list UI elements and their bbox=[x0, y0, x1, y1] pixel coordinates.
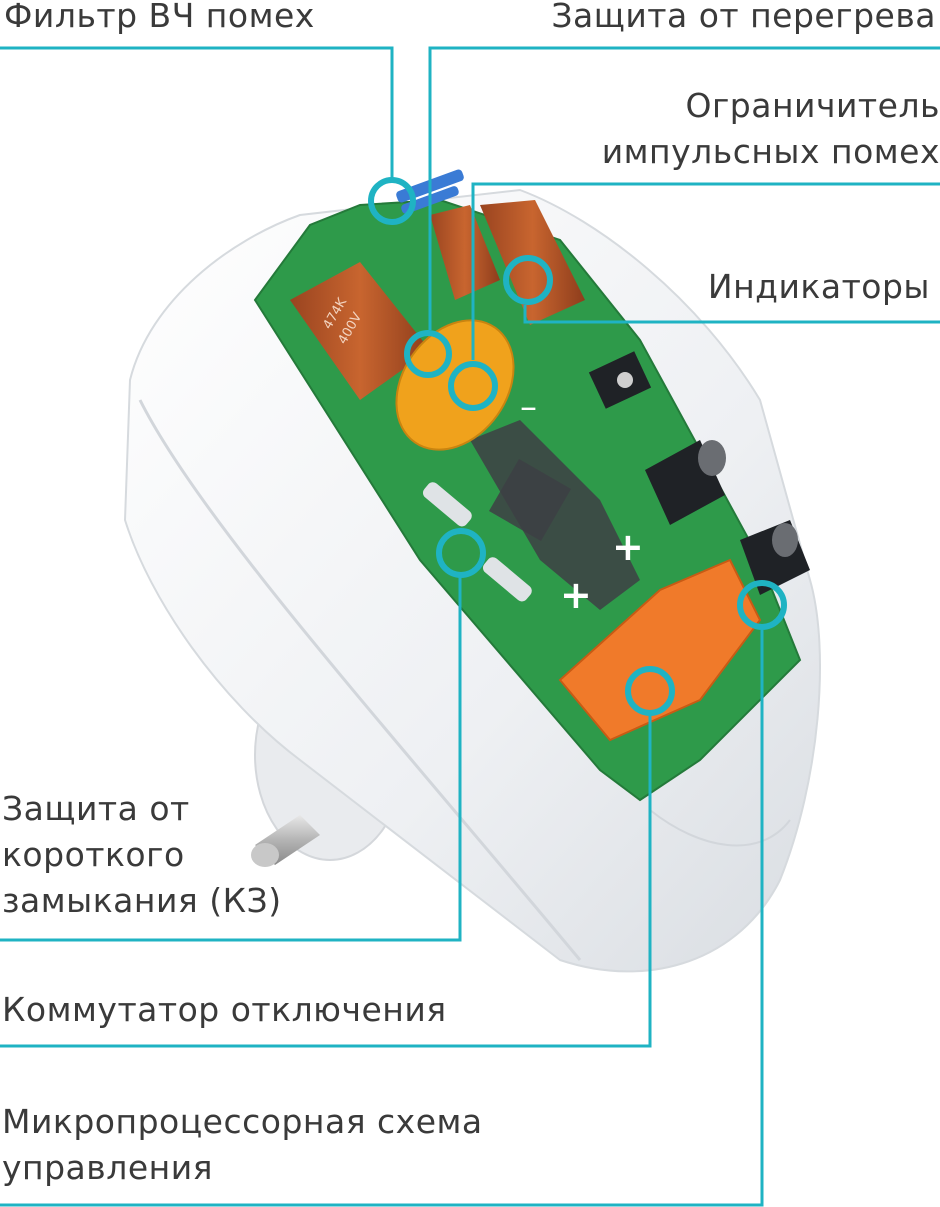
fuses bbox=[422, 482, 532, 602]
label-disconnect-switch: Коммутатор отключения bbox=[2, 990, 447, 1029]
callout-markers bbox=[368, 177, 787, 716]
label-mcu-line-2: управления bbox=[2, 1148, 213, 1187]
pcb-plus-mark-1: + bbox=[612, 525, 644, 569]
leader-switch bbox=[0, 715, 652, 1048]
marker-mcu bbox=[737, 580, 787, 630]
relay bbox=[558, 558, 762, 742]
marker-indicators bbox=[503, 255, 553, 305]
label-hf-filter: Фильтр ВЧ помех bbox=[4, 0, 315, 35]
label-short-circuit-line-3: замыкания (КЗ) bbox=[2, 881, 282, 920]
pcb-plus-mark-2: + bbox=[560, 573, 592, 617]
marker-overheat bbox=[404, 330, 452, 378]
leader-pulse-limiter bbox=[471, 182, 940, 360]
label-short-circuit-line-2: короткого bbox=[2, 835, 185, 874]
leader-overheat bbox=[428, 46, 940, 330]
marker-switch bbox=[625, 666, 675, 716]
marker-hf-filter bbox=[368, 177, 416, 225]
label-pulse-limiter-line-1: Ограничитель bbox=[685, 86, 940, 125]
leader-mcu bbox=[0, 630, 764, 1207]
label-overheat-protection: Защита от перегрева bbox=[551, 0, 936, 35]
label-short-circuit-line-1: Защита от bbox=[2, 789, 190, 828]
label-mcu-line-1: Микропроцессорная схема bbox=[2, 1102, 483, 1141]
film-capacitor-top bbox=[430, 200, 585, 325]
pcb-minus-mark: – bbox=[520, 387, 537, 427]
varistor bbox=[395, 319, 515, 451]
marker-short-circuit bbox=[436, 528, 486, 578]
leader-indicators bbox=[523, 305, 940, 324]
electrolytic-capacitors bbox=[588, 351, 810, 595]
leader-short-circuit bbox=[0, 575, 462, 942]
leader-lines bbox=[0, 46, 940, 1207]
marker-pulse-limiter bbox=[448, 361, 498, 411]
leader-hf-filter bbox=[0, 46, 394, 180]
label-indicators: Индикаторы bbox=[707, 267, 930, 306]
label-pulse-limiter-line-2: импульсных помех bbox=[601, 132, 940, 171]
film-capacitor-large: 474K 400V bbox=[290, 262, 430, 400]
